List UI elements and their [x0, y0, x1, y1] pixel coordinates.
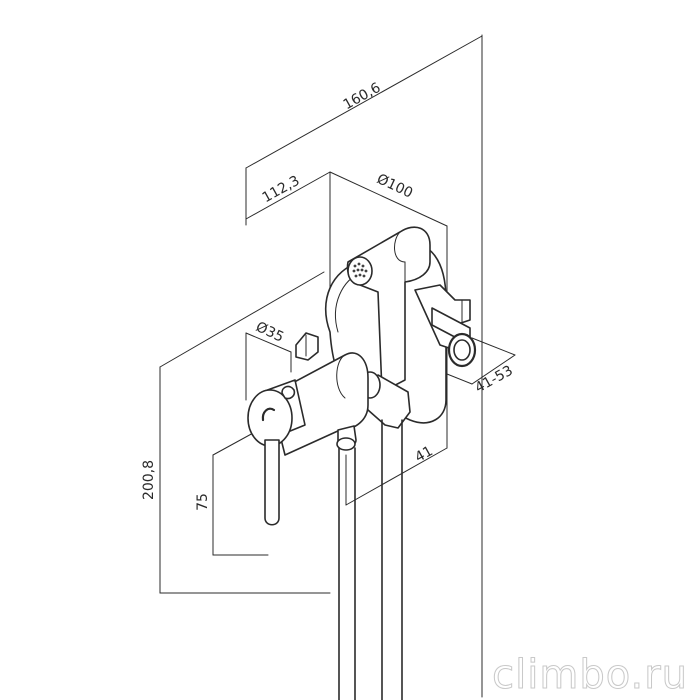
dim-lever-height: 75	[195, 493, 211, 511]
dim-wall-depth: 41-53	[472, 363, 515, 397]
faucet-drawing	[247, 226, 477, 700]
dim-overall-width: 160,6	[341, 80, 384, 113]
dim-total-height: 200,8	[141, 460, 157, 500]
dim-handle-diameter: Ø35	[253, 319, 286, 346]
dim-depth: 112,3	[260, 173, 303, 206]
mounting-bracket	[295, 332, 319, 361]
mixer-lever	[264, 439, 280, 526]
spray-holes	[352, 262, 368, 278]
shower-hose	[338, 419, 403, 700]
dimension-lines	[159, 34, 516, 698]
water-inlet-ring	[447, 332, 477, 368]
dim-outlet-offset: 41	[412, 443, 435, 466]
watermark-logo: climbo.ru	[492, 652, 688, 699]
dim-plate-diameter: Ø100	[374, 171, 415, 201]
